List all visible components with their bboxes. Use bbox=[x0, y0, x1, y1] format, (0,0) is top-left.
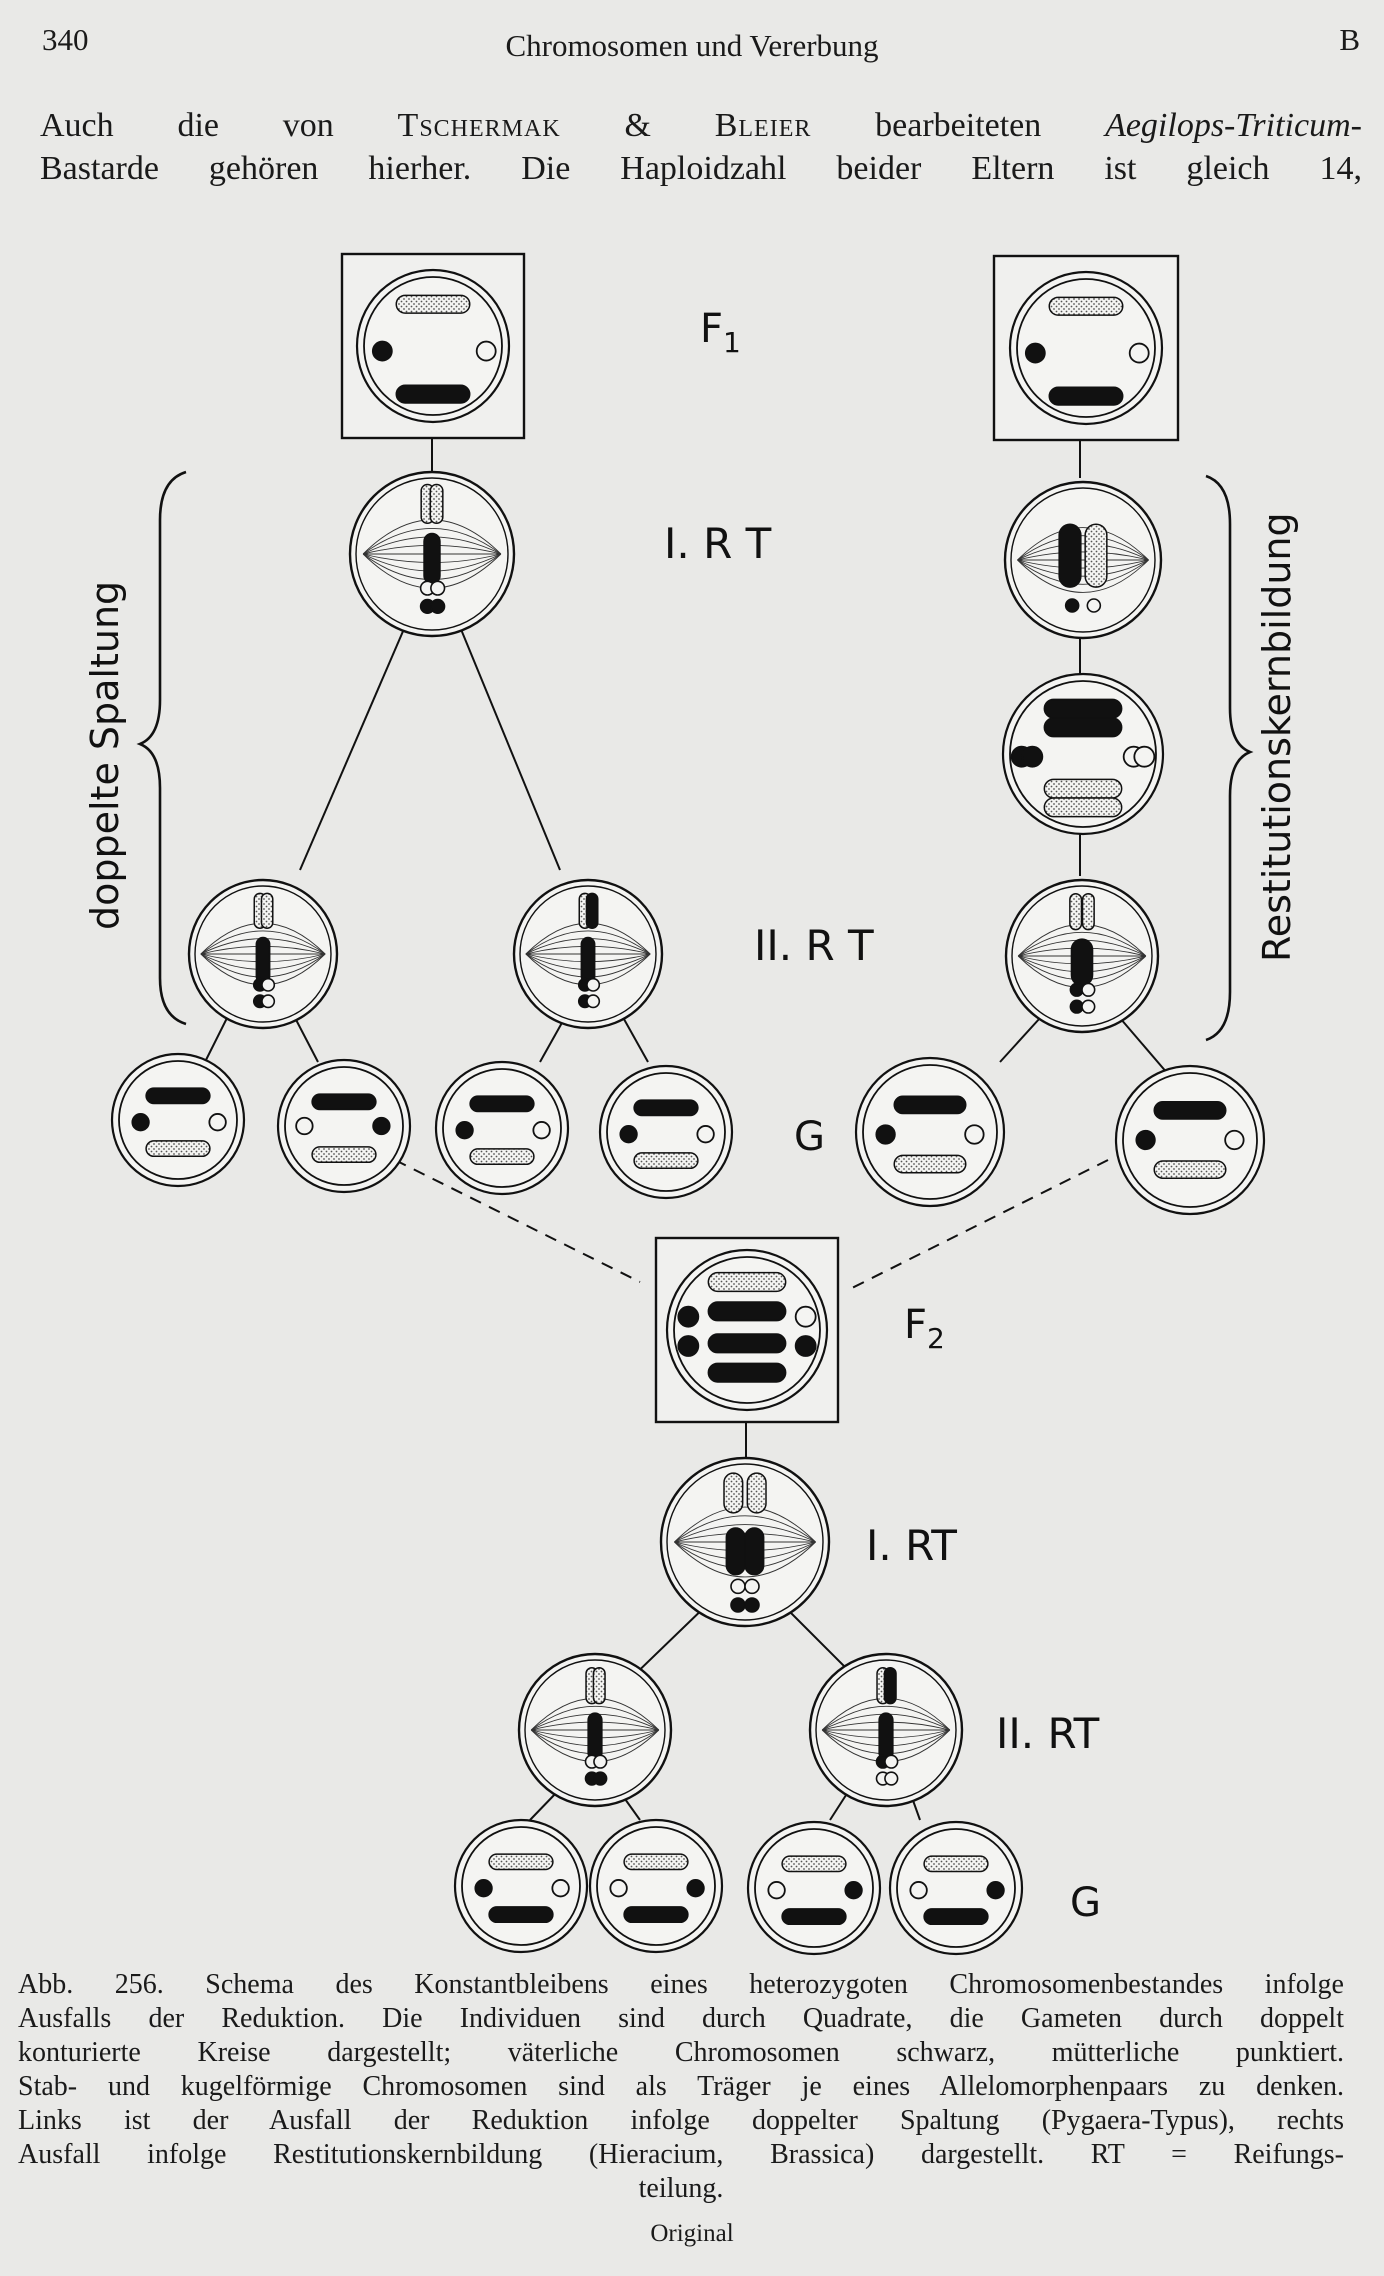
caption-line: konturierte Kreise dargestellt; väterlic… bbox=[18, 2037, 1344, 2068]
second-division-label-bottom: II. RT bbox=[996, 1709, 1100, 1758]
gamete-right-2 bbox=[1114, 1064, 1266, 1216]
gamete-bottom-1 bbox=[453, 1818, 589, 1954]
gamete-left-2 bbox=[276, 1058, 412, 1194]
figure-source: Original bbox=[650, 2220, 734, 2247]
gamete-bottom-3 bbox=[746, 1820, 882, 1956]
gametes-label-bottom: G bbox=[1070, 1880, 1101, 1926]
author-name: Tschermak bbox=[397, 107, 561, 144]
intro-word: Die bbox=[521, 150, 571, 187]
chromosome-inheritance-diagram: F1 I. R T II. R T G F2 I. RT II. RT G do… bbox=[83, 252, 1299, 1956]
cell-nodes bbox=[110, 252, 1266, 1956]
intro-word: bearbeiteten bbox=[875, 107, 1042, 144]
intro-word: & bbox=[624, 107, 651, 144]
f1-nucleus-right bbox=[1008, 270, 1164, 426]
second-division-label-top: II. R T bbox=[754, 921, 874, 970]
restitution-nucleus bbox=[1001, 672, 1165, 836]
page-number: 340 bbox=[42, 22, 89, 57]
second-division-spindle-left-b bbox=[512, 878, 664, 1030]
left-brace bbox=[136, 470, 187, 1026]
intro-word: ist bbox=[1104, 150, 1137, 187]
gamete-bottom-4 bbox=[888, 1820, 1024, 1956]
intro-word: Auch bbox=[40, 107, 114, 144]
f1-label: F1 bbox=[700, 306, 741, 359]
second-division-spindle-bottom-a bbox=[517, 1652, 673, 1808]
intro-paragraph: Auch die von Tschermak & Bleier bearbeit… bbox=[40, 104, 1362, 190]
intro-word: 14, bbox=[1319, 150, 1362, 187]
figure-caption: Abb. 256. Schema des Konstantbleibens ei… bbox=[18, 1968, 1344, 2206]
gamete-left-3 bbox=[434, 1060, 570, 1196]
intro-word: von bbox=[282, 107, 334, 144]
left-bracket-label: doppelte Spaltung bbox=[83, 581, 127, 930]
f1-nucleus-left bbox=[355, 268, 511, 424]
intro-word: gleich bbox=[1186, 150, 1270, 187]
first-division-spindle-right bbox=[1003, 480, 1163, 640]
first-division-spindle-left bbox=[348, 470, 516, 638]
intro-word: die bbox=[177, 107, 219, 144]
intro-word: Eltern bbox=[971, 150, 1055, 187]
intro-line-2: Bastarde gehören hierher. Die Haploidzah… bbox=[40, 147, 1362, 190]
gamete-left-1 bbox=[110, 1052, 246, 1188]
caption-line: teilung. bbox=[638, 2173, 724, 2204]
second-division-spindle-bottom-b bbox=[808, 1652, 964, 1808]
intro-word: Haploidzahl bbox=[620, 150, 787, 187]
right-brace bbox=[1205, 474, 1254, 1042]
first-division-spindle-bottom bbox=[659, 1456, 831, 1628]
intro-word: Bastarde bbox=[40, 150, 159, 187]
caption-line: Stab- und kugelförmige Chromosomen sind … bbox=[18, 2071, 1344, 2102]
running-title: Chromosomen und Vererbung bbox=[505, 28, 879, 63]
caption-line: Ausfall infolge Restitutionskernbildung … bbox=[18, 2139, 1344, 2170]
second-division-spindle-left-a bbox=[187, 878, 339, 1030]
intro-word: gehören bbox=[208, 150, 319, 187]
caption-line: Abb. 256. Schema des Konstantbleibens ei… bbox=[18, 1969, 1344, 2000]
gamete-right-1 bbox=[854, 1056, 1006, 1208]
caption-line: Ausfalls der Reduktion. Die Individuen s… bbox=[18, 2003, 1344, 2034]
gamete-bottom-2 bbox=[588, 1818, 724, 1954]
caption-line: Links ist der Ausfall der Reduktion info… bbox=[18, 2105, 1344, 2136]
f2-nucleus bbox=[665, 1248, 829, 1412]
first-division-label-top: I. R T bbox=[664, 519, 772, 568]
intro-word: hierher. bbox=[368, 150, 472, 187]
first-division-label-bottom: I. RT bbox=[866, 1521, 957, 1570]
second-division-spindle-right bbox=[1004, 878, 1160, 1034]
figure-labels: F1 I. R T II. R T G F2 I. RT II. RT G do… bbox=[83, 306, 1299, 1926]
brackets bbox=[136, 470, 1254, 1042]
intro-line-1: Auch die von Tschermak & Bleier bearbeit… bbox=[40, 104, 1362, 147]
right-bracket-label: Restitutionskernbildung bbox=[1255, 512, 1299, 962]
taxon-name: Aegilops-Triticum- bbox=[1105, 107, 1362, 144]
gametes-label-top: G bbox=[794, 1114, 825, 1160]
f2-label: F2 bbox=[904, 1302, 945, 1355]
author-name: Bleier bbox=[714, 107, 812, 144]
intro-word: beider bbox=[836, 150, 922, 187]
gamete-left-4 bbox=[598, 1064, 734, 1200]
section-letter: B bbox=[1339, 22, 1360, 57]
